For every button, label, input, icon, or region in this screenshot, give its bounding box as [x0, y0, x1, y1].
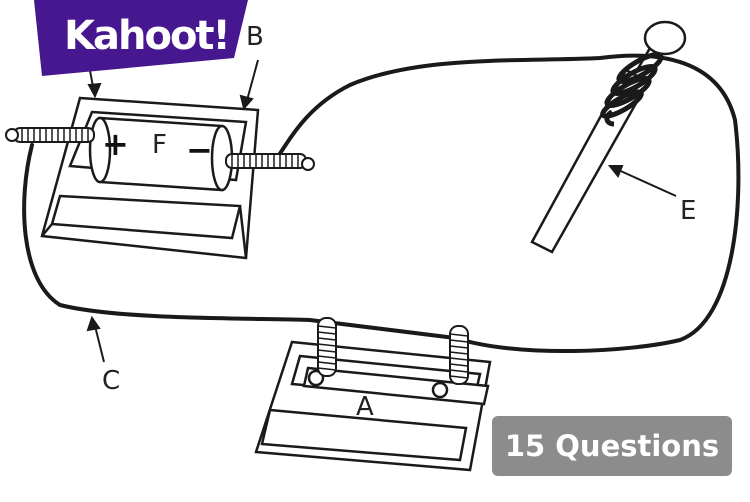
pointer-arrows: [86, 59, 677, 363]
kahoot-banner: [34, 0, 248, 76]
label-e: E: [680, 196, 697, 226]
label-c: C: [102, 366, 121, 396]
battery-cell: [88, 116, 234, 192]
plus-sign: +: [102, 125, 129, 163]
label-f: F: [152, 130, 167, 160]
left-terminal-spring: [5, 127, 95, 143]
nail-coil: [600, 52, 664, 127]
right-terminal-spring: [225, 153, 315, 171]
label-a: A: [356, 392, 374, 422]
minus-sign: −: [186, 131, 213, 169]
questions-count-badge: 15 Questions: [492, 416, 732, 476]
circuit-wire: [22, 53, 741, 353]
kahoot-logo: Kahoot!: [64, 13, 231, 59]
switch-lever: [302, 366, 490, 406]
label-b: B: [246, 22, 264, 52]
